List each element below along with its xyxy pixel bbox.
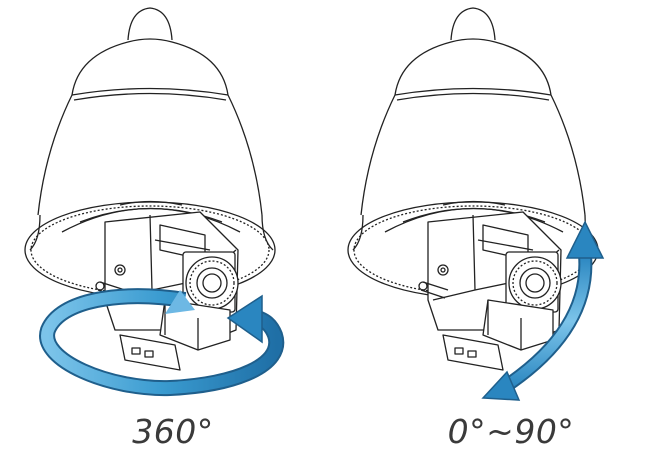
mount-cap	[127, 7, 173, 41]
camera-module	[418, 211, 562, 371]
tilt-camera-illustration	[347, 7, 605, 401]
camera-module	[95, 211, 239, 371]
pan-panel: 360°	[24, 7, 285, 451]
pan-caption: 360°	[132, 412, 214, 451]
mount-cap	[450, 7, 496, 41]
dome-right-edge	[394, 38, 586, 216]
pan-camera-illustration	[24, 7, 285, 397]
rotation-arrow	[39, 288, 285, 397]
dome-upper-ring	[71, 87, 229, 96]
tilt-panel: 0°~90°	[323, 0, 646, 460]
dome-left-edge	[360, 94, 396, 216]
tilt-arrow	[481, 220, 605, 401]
dome-left-edge	[37, 94, 73, 216]
dome-right-edge	[71, 38, 263, 216]
tilt-caption: 0°~90°	[447, 412, 575, 451]
